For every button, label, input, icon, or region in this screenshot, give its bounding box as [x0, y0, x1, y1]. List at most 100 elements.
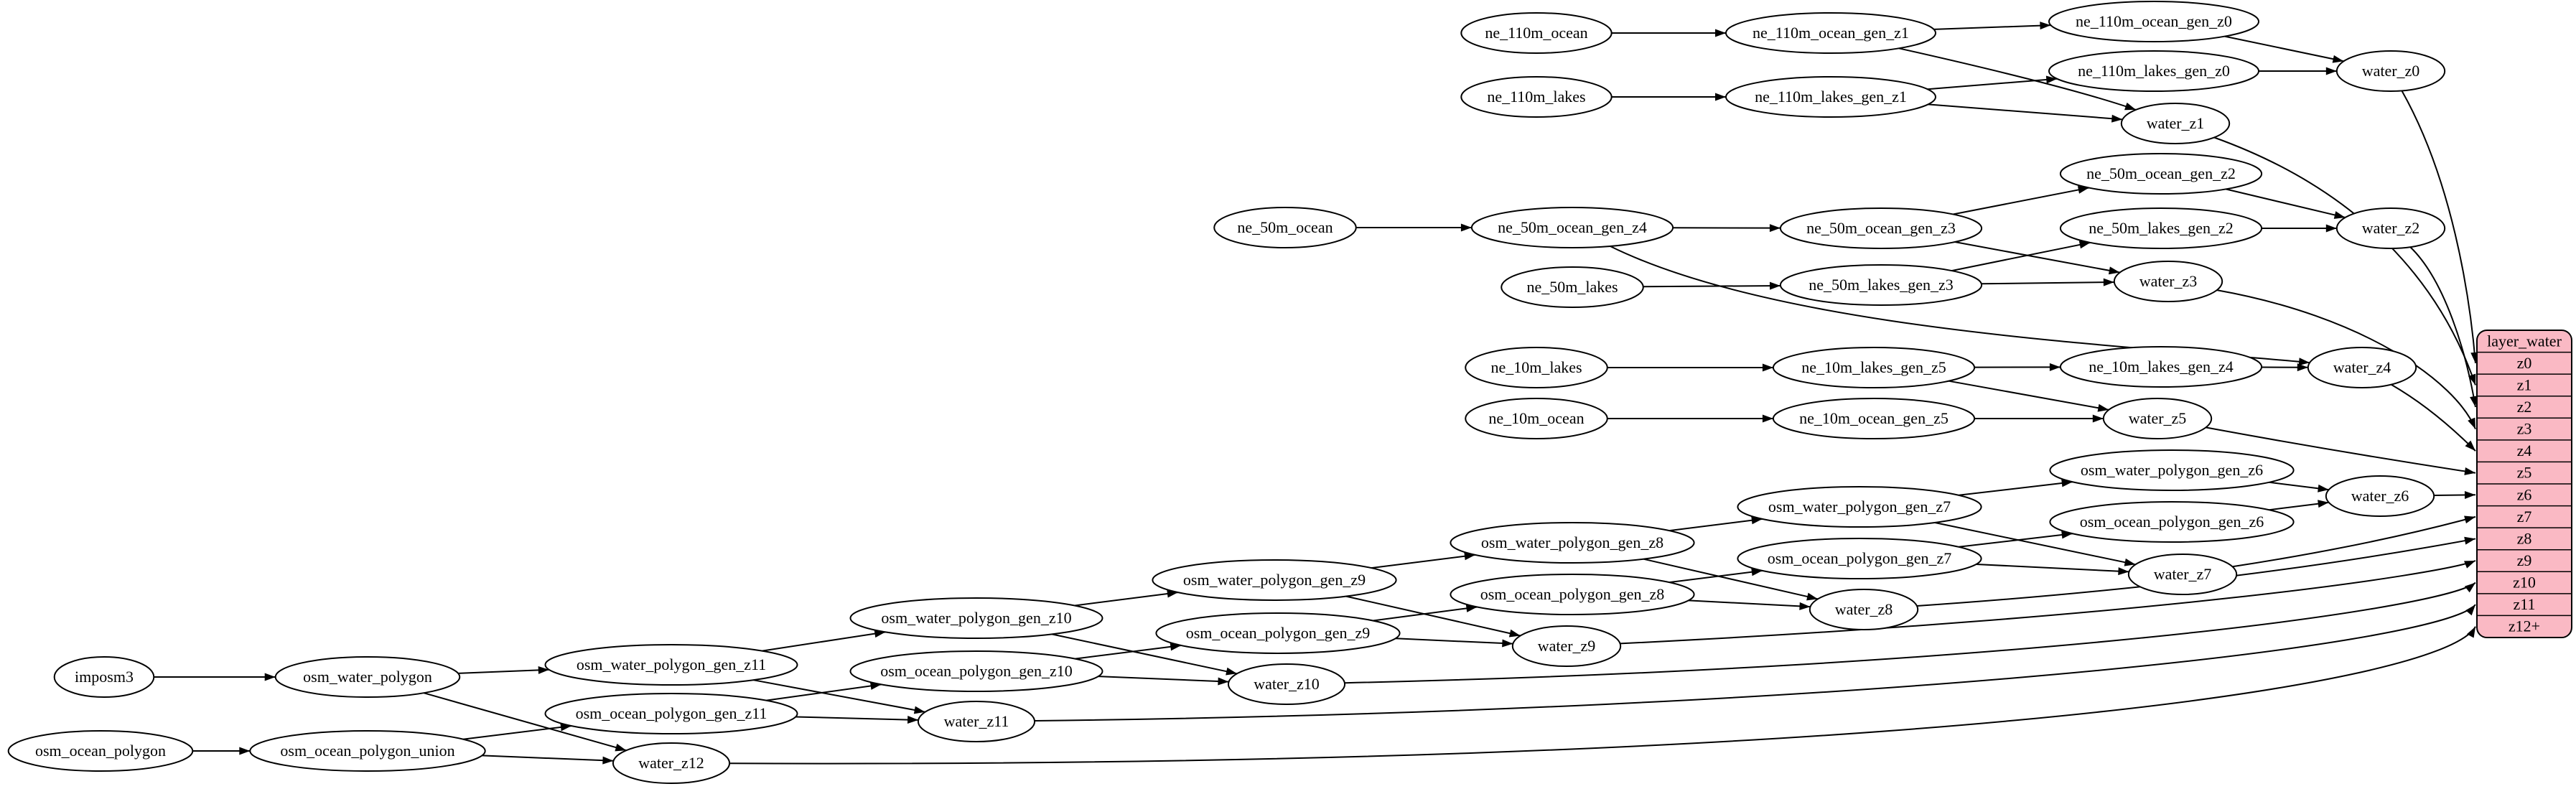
arrowhead-layer_water-z4: [2465, 440, 2475, 452]
node-ne_10m_lakes_gen_z4: [2059, 346, 2263, 388]
layer-water-row-z12+: z12+: [2509, 617, 2540, 635]
arrowhead-layer_water-z2: [2470, 396, 2478, 407]
node-label-osm_water_polygon_gen_z6: osm_water_polygon_gen_z6: [2081, 461, 2263, 479]
node-water_z9: [1511, 625, 1622, 667]
edge-water_z9-to-layer_water-z9: [1620, 560, 2476, 645]
node-label-water_z6: water_z6: [2351, 487, 2409, 505]
arrowhead-water_z0: [2325, 67, 2337, 75]
node-label-ne_10m_ocean_gen_z5: ne_10m_ocean_gen_z5: [1799, 409, 1949, 427]
node-osm_water_polygon_gen_z6: [2049, 449, 2295, 491]
node-ne_10m_ocean_gen_z5: [1772, 398, 1976, 439]
node-ne_110m_ocean_gen_z1: [1725, 12, 1936, 54]
edge-osm_ocean_polygon_gen_z7-to-osm_ocean_polygon_gen_z6: [1959, 533, 2073, 548]
arrowhead-layer_water-z8: [2464, 536, 2475, 545]
edge-ne_110m_ocean_gen_z1-to-ne_110m_ocean_gen_z0: [1933, 24, 2051, 30]
arrowhead-ne_110m_lakes_gen_z1: [1715, 93, 1726, 101]
arrowhead-ne_50m_ocean_gen_z3: [1769, 224, 1781, 233]
arrowhead-water_z1: [2124, 102, 2136, 111]
node-water_z2: [2335, 207, 2446, 249]
edge-osm_ocean_polygon_gen_z11-to-water_z11: [795, 716, 919, 721]
node-ne_50m_lakes_gen_z3: [1779, 264, 1983, 306]
arrowhead-water_z4: [2297, 363, 2308, 372]
arrowhead-water_z9: [1502, 639, 1513, 648]
layer-water-row-z8: z8: [2517, 529, 2532, 547]
node-water_z12: [612, 742, 731, 784]
node-label-ne_110m_lakes_gen_z0: ne_110m_lakes_gen_z0: [2078, 62, 2230, 80]
edge-osm_water_polygon_gen_z11-to-water_z11: [753, 679, 925, 713]
edge-osm_ocean_polygon_union-to-osm_ocean_polygon_gen_z11: [462, 725, 572, 740]
layer-water-row-z2: z2: [2517, 398, 2532, 416]
node-water_z4: [2307, 347, 2417, 388]
arrowhead-osm_ocean_polygon_gen_z6: [2061, 531, 2073, 539]
node-water_z3: [2113, 261, 2223, 302]
arrowhead-ne_110m_ocean_gen_z1: [1715, 29, 1726, 37]
edge-osm_ocean_polygon_gen_z10-to-water_z10: [1098, 676, 1229, 683]
node-ne_110m_lakes: [1460, 76, 1613, 118]
node-osm_ocean_polygon_gen_z11: [544, 693, 798, 734]
edge-water_z7-to-layer_water-z7: [2232, 515, 2476, 568]
node-ne_50m_ocean: [1213, 207, 1357, 248]
node-water_z1: [2120, 103, 2231, 144]
arrowhead-water_z3: [2103, 278, 2114, 286]
node-ne_50m_lakes: [1501, 266, 1644, 308]
edge-ne_50m_lakes_gen_z3-to-ne_50m_lakes_gen_z2: [1951, 241, 2091, 272]
node-label-ne_110m_lakes: ne_110m_lakes: [1487, 88, 1585, 106]
node-label-osm_water_polygon_gen_z8: osm_water_polygon_gen_z8: [1481, 533, 1663, 551]
arrowhead-layer_water-z3: [2468, 417, 2475, 429]
edge-osm_ocean_polygon_gen_z11-to-osm_ocean_polygon_gen_z10: [766, 683, 882, 701]
node-label-ne_110m_ocean: ne_110m_ocean: [1485, 24, 1587, 42]
node-ne_110m_ocean: [1460, 12, 1613, 54]
node-label-water_z11: water_z11: [944, 712, 1009, 730]
node-ne_50m_ocean_gen_z3: [1779, 207, 1983, 249]
edge-osm_water_polygon_gen_z11-to-osm_water_polygon_gen_z10: [762, 631, 886, 652]
arrowhead-layer_water-z6: [2464, 490, 2475, 499]
arrowhead-water_z12: [602, 756, 614, 765]
arrowhead-water_z5: [2092, 414, 2104, 423]
node-ne_50m_ocean_gen_z4: [1470, 207, 1674, 248]
arrowhead-water_z8: [1799, 602, 1811, 610]
edge-water_z0-to-layer_water-z0: [2401, 90, 2476, 363]
node-label-water_z10: water_z10: [1254, 675, 1320, 693]
edge-osm_ocean_polygon_gen_z8-to-water_z8: [1688, 599, 1811, 608]
layer-water-row-z11: z11: [2514, 595, 2536, 613]
edge-osm_water_polygon_gen_z9-to-water_z9: [1345, 595, 1521, 637]
node-label-water_z0: water_z0: [2362, 62, 2420, 80]
node-osm_ocean_polygon_union: [249, 730, 486, 772]
arrowhead-osm_ocean_polygon_union: [239, 747, 251, 755]
arrowhead-layer_water-z11: [2465, 604, 2475, 616]
node-ne_110m_ocean_gen_z0: [2048, 1, 2259, 42]
node-label-imposm3: imposm3: [75, 668, 134, 686]
node-ne_110m_lakes_gen_z0: [2048, 50, 2259, 92]
node-label-osm_ocean_polygon_gen_z9: osm_ocean_polygon_gen_z9: [1186, 624, 1371, 642]
node-water_z7: [2127, 554, 2238, 595]
edge-osm_water_polygon_gen_z7-to-water_z7: [1934, 522, 2136, 566]
node-water_z6: [2325, 475, 2435, 517]
node-water_z5: [2102, 398, 2213, 439]
node-osm_water_polygon: [274, 656, 461, 698]
edge-ne_110m_ocean_gen_z1-to-water_z1: [1898, 47, 2137, 111]
node-label-water_z4: water_z4: [2333, 358, 2391, 376]
node-label-water_z3: water_z3: [2139, 272, 2198, 290]
edge-water_z11-to-layer_water-z11: [1035, 604, 2476, 722]
arrowhead-layer_water-z10: [2464, 582, 2475, 593]
node-label-ne_10m_lakes_gen_z4: ne_10m_lakes_gen_z4: [2089, 358, 2234, 375]
layer-water-record-title: layer_water: [2487, 332, 2562, 350]
arrowhead-water_z4: [2298, 358, 2310, 366]
node-ne_110m_lakes_gen_z1: [1725, 76, 1936, 118]
node-label-osm_ocean_polygon_gen_z8: osm_ocean_polygon_gen_z8: [1480, 585, 1665, 603]
node-label-water_z1: water_z1: [2147, 114, 2205, 132]
node-label-ne_50m_lakes: ne_50m_lakes: [1526, 278, 1618, 296]
node-label-osm_ocean_polygon_gen_z11: osm_ocean_polygon_gen_z11: [576, 704, 767, 722]
arrowhead-layer_water-z7: [2464, 515, 2475, 524]
node-label-ne_50m_ocean_gen_z4: ne_50m_ocean_gen_z4: [1498, 218, 1647, 236]
node-label-water_z12: water_z12: [638, 754, 704, 772]
arrowhead-water_z6: [2318, 500, 2329, 508]
node-ne_10m_lakes_gen_z5: [1772, 347, 1976, 388]
edge-ne_10m_lakes_gen_z5-to-water_z5: [1949, 380, 2109, 411]
arrowhead-water_z0: [2332, 55, 2344, 63]
layer-water-row-z10: z10: [2513, 574, 2536, 592]
arrowhead-ne_50m_ocean_gen_z4: [1460, 223, 1472, 232]
arrowhead-water_z11: [907, 716, 919, 724]
